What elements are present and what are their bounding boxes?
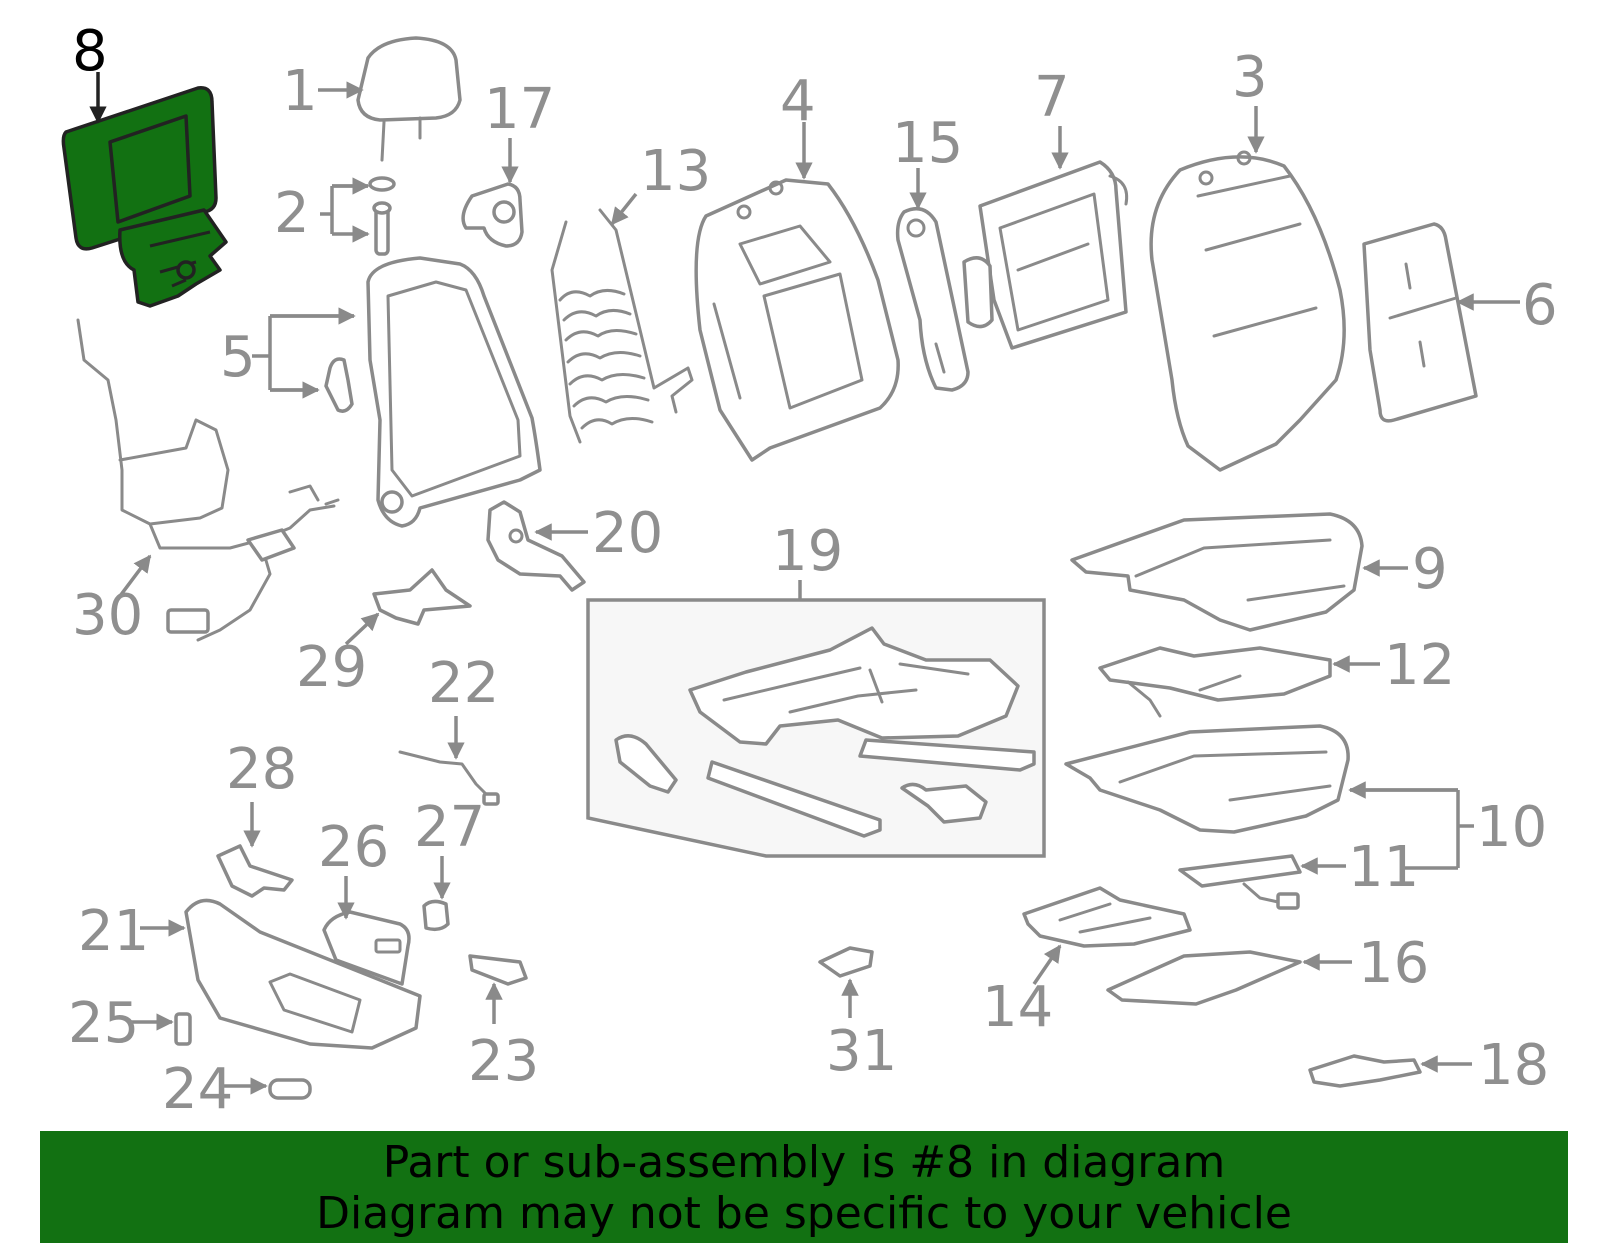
part-1-headrest[interactable] <box>356 36 462 162</box>
callout-3: 3 <box>1232 45 1268 110</box>
part-8-seat-back-panel-highlighted[interactable] <box>61 86 228 308</box>
callout-31: 31 <box>826 1019 897 1084</box>
part-23-bezel[interactable] <box>468 954 528 986</box>
callout-13: 13 <box>640 139 711 204</box>
callout-14: 14 <box>982 975 1053 1040</box>
notice-banner: Part or sub-assembly is #8 in diagram Di… <box>40 1131 1568 1243</box>
part-26-switch-bezel[interactable] <box>322 910 411 986</box>
callout-1: 1 <box>282 59 318 124</box>
callout-25: 25 <box>68 991 139 1056</box>
callout-18: 18 <box>1478 1033 1549 1098</box>
banner-part-notice: Part or sub-assembly is #8 in diagram <box>382 1137 1226 1188</box>
part-4-back-cushion-pad[interactable] <box>694 178 900 462</box>
callout-16: 16 <box>1358 931 1429 996</box>
callout-10: 10 <box>1476 795 1547 860</box>
part-6-back-trim-panel[interactable] <box>1362 222 1478 423</box>
callout-5: 5 <box>220 325 256 390</box>
part-27-knob[interactable] <box>422 899 450 932</box>
part-30-wiring-harness[interactable] <box>76 318 340 642</box>
part-19-seat-frame-assembly[interactable] <box>586 598 1046 858</box>
callout-2: 2 <box>274 181 310 246</box>
callout-17: 17 <box>484 77 555 142</box>
part-24-cap[interactable] <box>268 1078 312 1100</box>
callout-11: 11 <box>1348 835 1419 900</box>
part-12-seat-heater-mat[interactable] <box>1098 646 1332 718</box>
callout-12: 12 <box>1384 633 1455 698</box>
callout-29: 29 <box>296 635 367 700</box>
part-3-seat-back-cover[interactable] <box>1149 150 1346 472</box>
part-7-seat-back-module[interactable] <box>962 160 1129 350</box>
callout-20: 20 <box>592 501 663 566</box>
callout-4: 4 <box>780 69 816 134</box>
callout-19: 19 <box>772 519 843 584</box>
part-11-occupant-sensor[interactable] <box>1178 854 1302 910</box>
part-18-clip-bracket[interactable] <box>1308 1054 1422 1088</box>
part-20-bracket[interactable] <box>486 500 586 592</box>
callout-30: 30 <box>72 583 143 648</box>
part-22-cable[interactable] <box>398 750 500 806</box>
part-17-bracket[interactable] <box>461 182 524 248</box>
part-31-clip[interactable] <box>818 946 874 978</box>
callout-22: 22 <box>428 651 499 716</box>
part-13-lumbar-support[interactable] <box>550 208 694 444</box>
callout-27: 27 <box>414 795 485 860</box>
callout-8: 8 <box>72 19 108 84</box>
callout-24: 24 <box>162 1057 233 1122</box>
callout-7: 7 <box>1034 65 1070 130</box>
callout-23: 23 <box>468 1029 539 1094</box>
callout-15: 15 <box>892 111 963 176</box>
callout-9: 9 <box>1412 537 1448 602</box>
part-15-side-bracket[interactable] <box>895 206 970 392</box>
part-29-bracket[interactable] <box>372 568 472 626</box>
banner-disclaimer: Diagram may not be specific to your vehi… <box>316 1188 1292 1239</box>
callout-6: 6 <box>1522 273 1558 338</box>
part-21-side-shield[interactable] <box>184 898 422 1050</box>
callout-21: 21 <box>78 899 149 964</box>
callout-28: 28 <box>226 737 297 802</box>
part-5-seat-back-frame[interactable] <box>324 256 542 528</box>
part-2-headrest-guides[interactable] <box>368 176 396 256</box>
callout-26: 26 <box>318 815 389 880</box>
part-28-bracket[interactable] <box>216 844 294 898</box>
part-16-seat-pan-panel[interactable] <box>1106 950 1302 1006</box>
part-25-cap[interactable] <box>174 1012 192 1046</box>
part-10-seat-cushion-pad[interactable] <box>1064 724 1350 834</box>
part-9-seat-cushion-cover[interactable] <box>1070 512 1364 632</box>
part-14-cushion-bracket[interactable] <box>1022 886 1192 948</box>
